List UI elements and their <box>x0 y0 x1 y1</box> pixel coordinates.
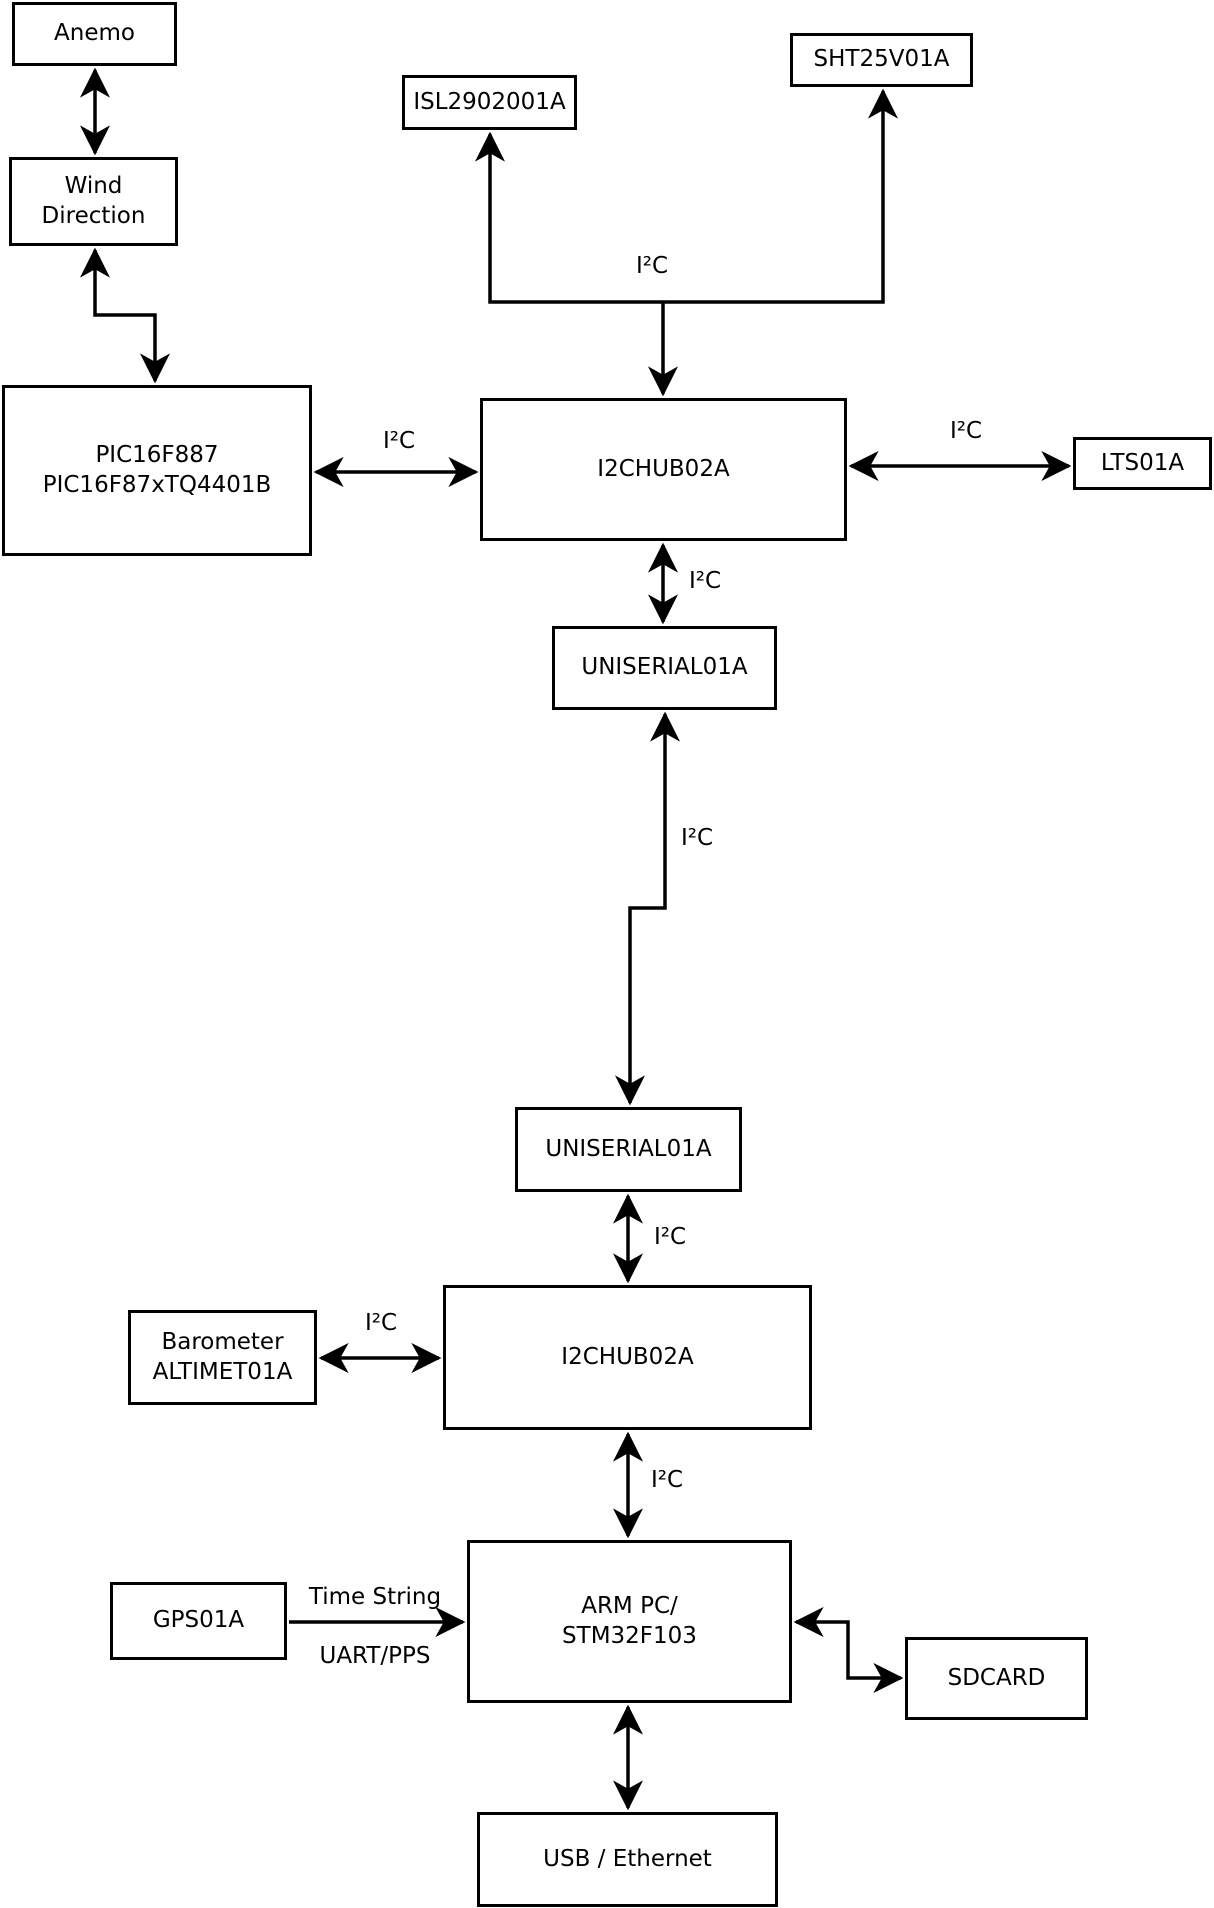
edge-label-time-string: Time String <box>308 1584 442 1610</box>
node-sht25v01a-label: SHT25V01A <box>813 46 950 73</box>
node-usb-ethernet: USB / Ethernet <box>477 1812 778 1907</box>
edge-label-i2c-hub1-uni1: I²C <box>688 568 722 594</box>
node-sdcard-label: SDCARD <box>947 1664 1046 1691</box>
node-uniserial01a-top: UNISERIAL01A <box>552 626 777 710</box>
node-barometer-label-line1: Barometer <box>161 1329 284 1356</box>
node-uniserial01a-bottom: UNISERIAL01A <box>515 1107 742 1192</box>
node-barometer-altimet01a: Barometer ALTIMET01A <box>128 1310 317 1405</box>
node-wind-direction-label-line2: Direction <box>41 202 146 229</box>
edge-label-uart-pps: UART/PPS <box>319 1643 431 1669</box>
node-wind-direction-label-line1: Wind <box>64 173 123 200</box>
edge-label-i2c-top-bus: I²C <box>635 253 669 279</box>
node-anemometer-label: Anemo <box>54 20 135 47</box>
node-arm-pc-label-line1: ARM PC/ <box>581 1593 678 1620</box>
node-gps01a: GPS01A <box>110 1582 287 1660</box>
node-i2c-hub-bottom-label: I2CHUB02A <box>561 1343 694 1370</box>
connector-winddirection-pic <box>79 247 171 384</box>
node-pic16f887-label-line1: PIC16F887 <box>95 442 219 469</box>
edge-label-i2c-pic-hub1: I²C <box>382 428 416 454</box>
node-isl2902001a: ISL2902001A <box>402 75 577 130</box>
connector-arm-sdcard <box>793 1606 904 1694</box>
node-i2c-hub-bottom: I2CHUB02A <box>443 1285 812 1430</box>
node-i2c-hub-top: I2CHUB02A <box>480 398 847 541</box>
node-lts01a-label: LTS01A <box>1100 449 1185 476</box>
edge-label-i2c-baro-hub2: I²C <box>364 1310 398 1336</box>
connector-uni1-uni2 <box>614 711 681 1106</box>
node-uniserial01a-bottom-label: UNISERIAL01A <box>545 1135 712 1162</box>
node-pic16f887-label-line2: PIC16F87xTQ4401B <box>42 471 272 498</box>
node-arm-pc-label-line2: STM32F103 <box>562 1622 697 1649</box>
node-usb-ethernet-label: USB / Ethernet <box>543 1845 712 1872</box>
node-arm-pc-stm32f103: ARM PC/ STM32F103 <box>467 1540 792 1703</box>
node-uniserial01a-top-label: UNISERIAL01A <box>581 654 748 681</box>
node-barometer-label-line2: ALTIMET01A <box>152 1358 293 1385</box>
connector-bus-isl-sht <box>474 88 899 304</box>
edge-label-i2c-hub1-lts: I²C <box>949 418 983 444</box>
node-anemometer: Anemo <box>12 2 177 66</box>
node-gps01a-label: GPS01A <box>152 1607 245 1634</box>
edge-label-i2c-uni2-hub2: I²C <box>653 1224 687 1250</box>
node-i2c-hub-top-label: I2CHUB02A <box>597 455 730 482</box>
node-isl2902001a-label: ISL2902001A <box>413 88 566 115</box>
edge-label-i2c-hub2-arm: I²C <box>650 1467 684 1493</box>
edge-label-i2c-uni1-uni2: I²C <box>680 825 714 851</box>
node-sht25v01a: SHT25V01A <box>790 33 973 87</box>
node-lts01a: LTS01A <box>1073 437 1212 490</box>
node-pic16f887: PIC16F887 PIC16F87xTQ4401B <box>2 385 312 556</box>
node-sdcard: SDCARD <box>905 1637 1088 1720</box>
node-wind-direction: Wind Direction <box>9 157 178 246</box>
